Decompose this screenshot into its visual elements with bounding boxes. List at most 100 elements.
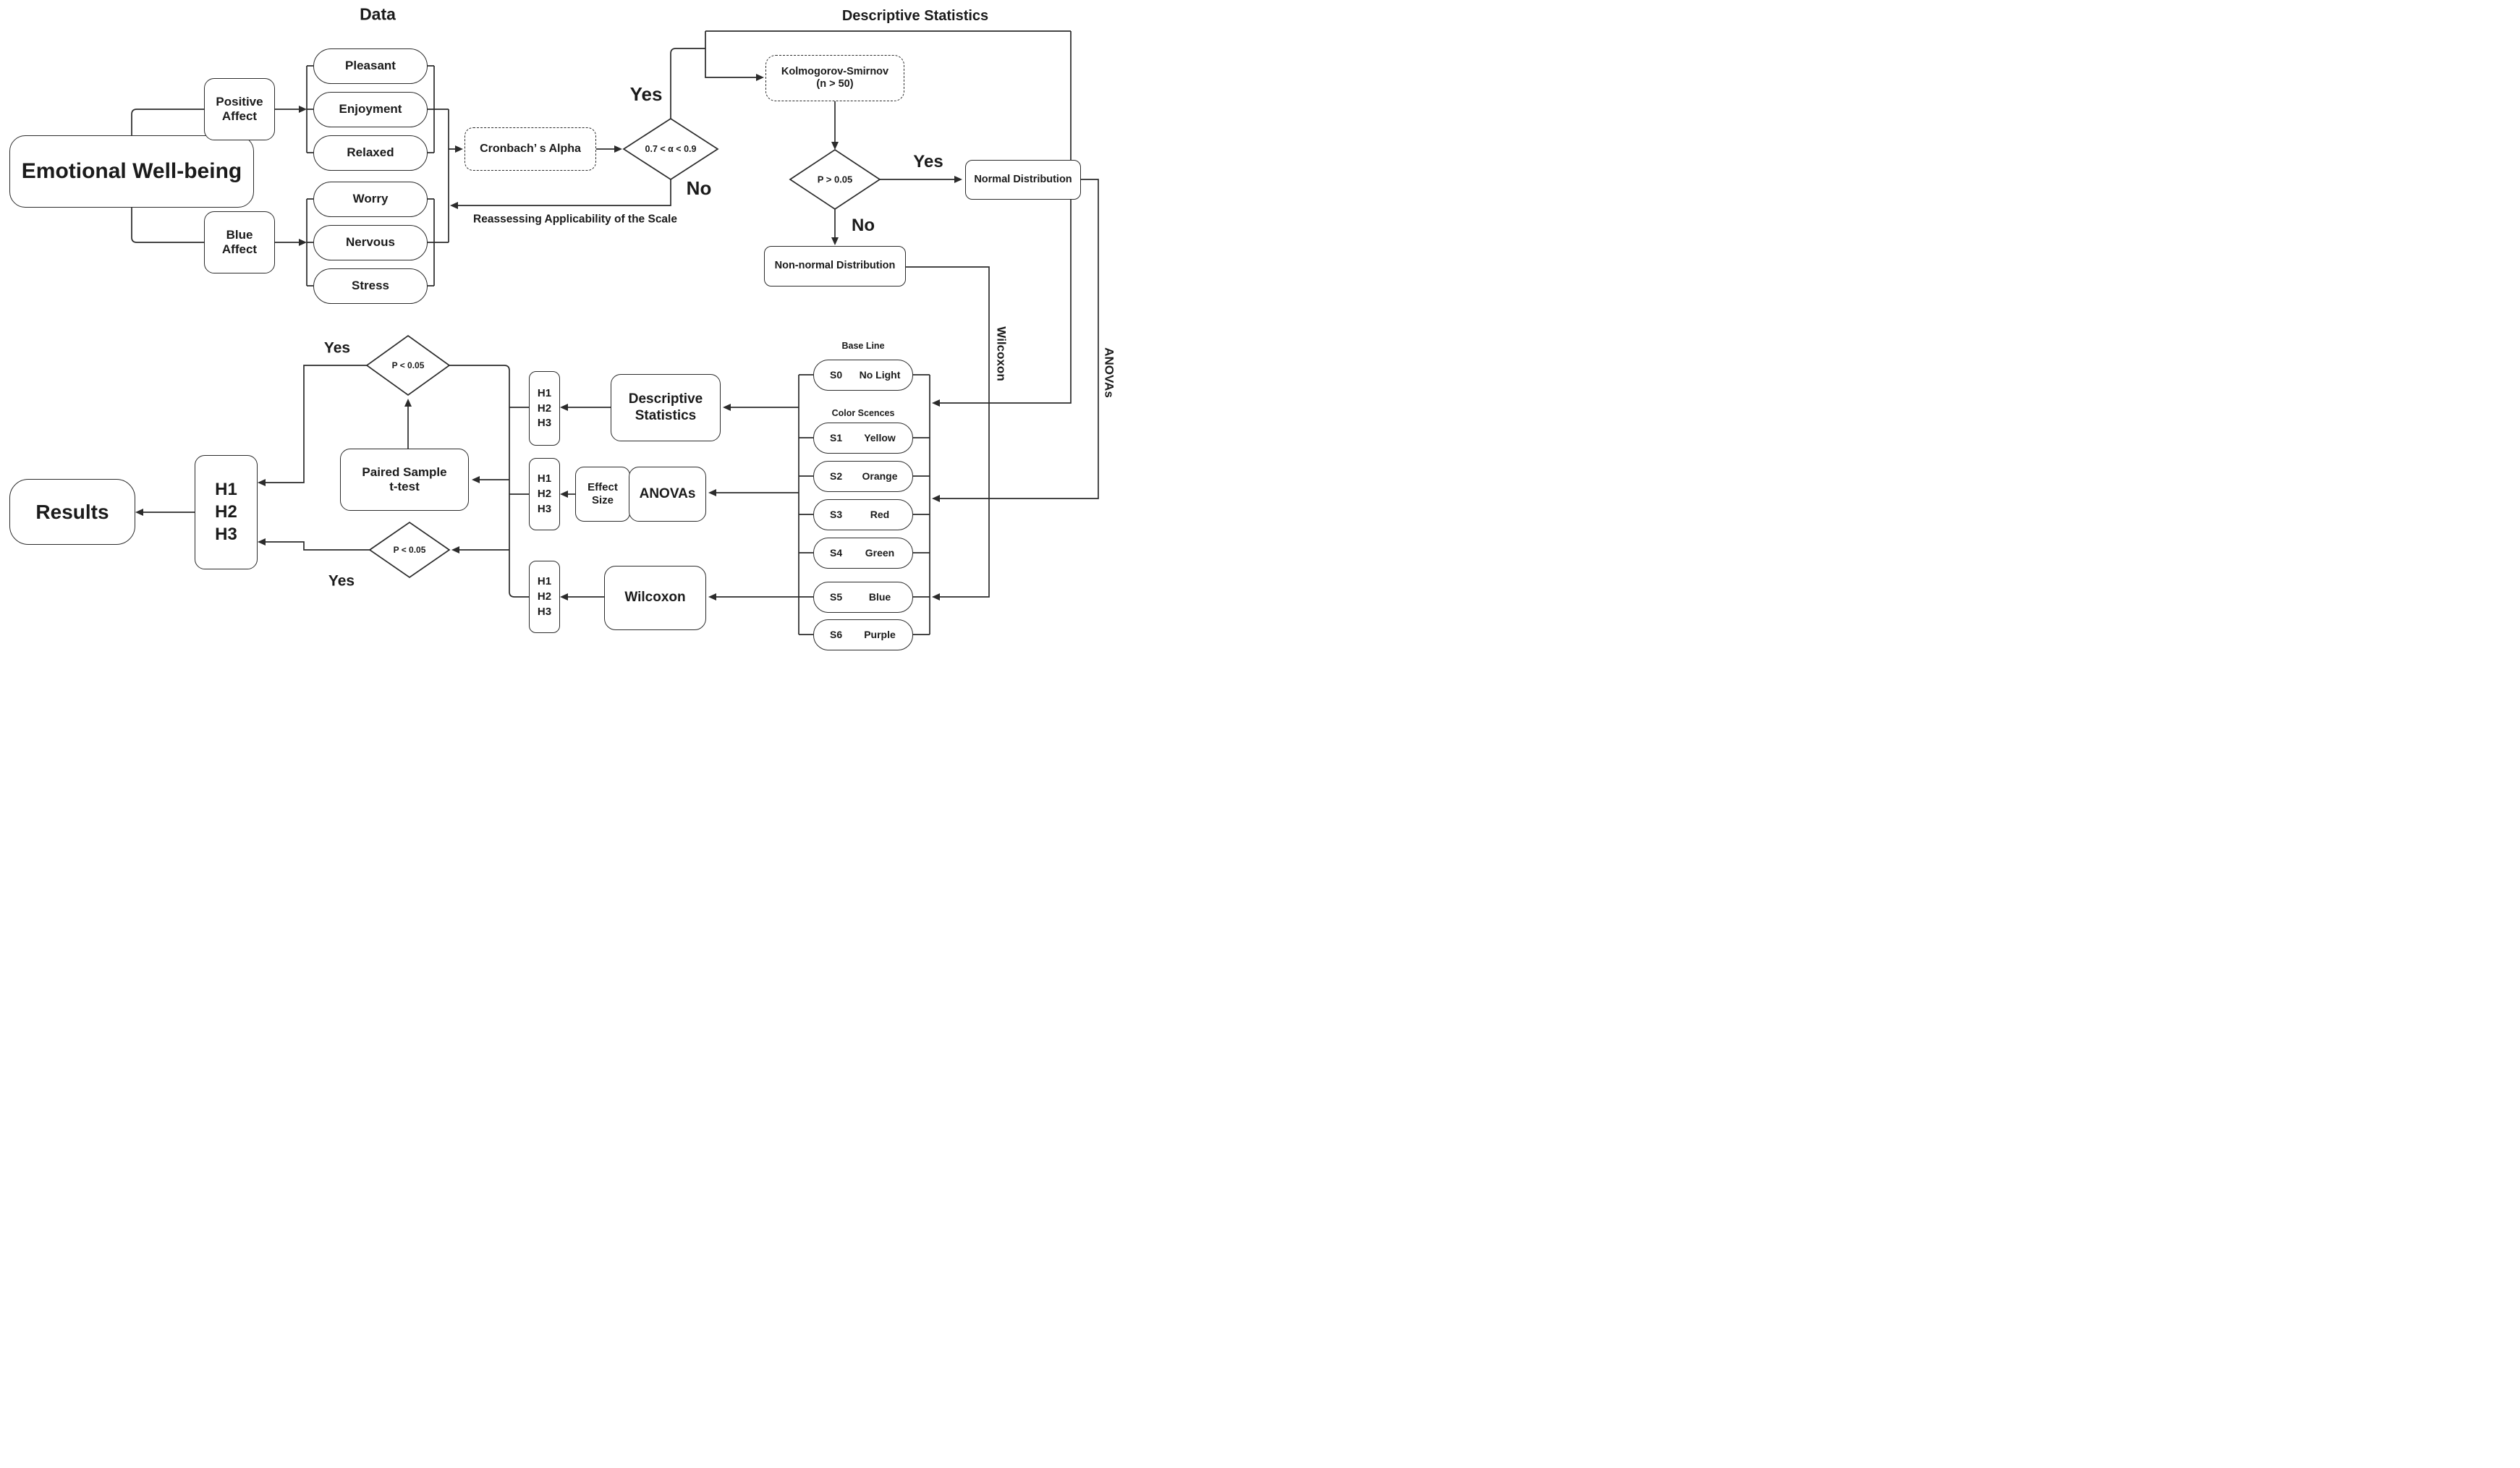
descriptive-path-title: Descriptive Statistics — [841, 8, 989, 24]
positive-affect-node: Positive Affect — [204, 78, 275, 140]
arrow-into-ttest — [472, 476, 480, 483]
arrow-into-pgt-diamond — [831, 142, 839, 150]
reassess-label: Reassessing Applicability of the Scale — [473, 213, 677, 226]
arrow-into-hbig-h3 — [258, 538, 266, 546]
scene-s1: S1 Yellow — [813, 423, 913, 454]
hypotheses-main-box: H1 H2 H3 — [195, 455, 258, 569]
connector-layer — [131, 30, 1099, 635]
h3-label: H3 — [537, 417, 552, 430]
arrowheads — [135, 74, 962, 601]
wilcoxon-box: Wilcoxon — [604, 566, 706, 630]
base-line-label: Base Line — [841, 340, 885, 351]
arrow-scenes-wilcoxon — [932, 593, 940, 601]
arrow-into-alpha-diamond — [614, 145, 622, 153]
hypothesis-h1: H1 — [215, 479, 237, 499]
scene-s4-code: S4 — [830, 547, 843, 559]
effect-size-box: Effect Size — [575, 467, 630, 522]
decision-diamonds — [365, 117, 881, 579]
hypothesis-h3: H3 — [215, 525, 237, 545]
scene-s5-code: S5 — [830, 591, 843, 603]
scene-s2: S2 Orange — [813, 461, 913, 492]
scene-s3-code: S3 — [830, 509, 843, 521]
scene-s1-name: Yellow — [864, 432, 896, 444]
item-worry: Worry — [313, 182, 428, 217]
arrow-into-anovas-box — [708, 489, 716, 496]
arrow-into-wilcoxon-box — [708, 593, 716, 601]
yes-ks-label: Yes — [913, 152, 943, 171]
arrow-into-h3-box — [560, 593, 568, 601]
scene-s3-name: Red — [870, 509, 890, 521]
results-node: Results — [9, 479, 135, 545]
paired-ttest-node: Paired Sample t-test — [340, 449, 469, 511]
p-greater-text: P > 0.05 — [817, 174, 853, 185]
blue-affect-node: Blue Affect — [204, 211, 275, 273]
h1-label: H1 — [537, 575, 552, 588]
scene-s0: S0 No Light — [813, 360, 913, 391]
p-less-bottom-diamond-shape — [368, 521, 451, 579]
item-nervous: Nervous — [313, 225, 428, 260]
scene-s2-name: Orange — [862, 470, 898, 483]
hypotheses-box-anovas: H1 H2 H3 — [529, 458, 560, 530]
arrow-into-results — [135, 509, 143, 516]
scene-s4-name: Green — [865, 547, 895, 559]
yes-wilcoxon-label: Yes — [328, 572, 355, 590]
p-less-bottom-text: P < 0.05 — [393, 545, 426, 555]
arrow-into-plt-top — [404, 399, 412, 407]
item-relaxed: Relaxed — [313, 135, 428, 171]
p-less-top-diamond-shape — [365, 334, 451, 396]
hypotheses-box-wilcoxon: H1 H2 H3 — [529, 561, 560, 633]
no-alpha-label: No — [686, 177, 712, 199]
yes-alpha-label: Yes — [629, 83, 663, 105]
arrow-into-hbig-h1 — [258, 479, 266, 486]
anovas-path-label: ANOVAs — [1102, 347, 1116, 398]
descriptive-statistics-box: Descriptive Statistics — [611, 374, 721, 441]
scene-s3: S3 Red — [813, 499, 913, 530]
item-stress: Stress — [313, 268, 428, 304]
item-enjoyment: Enjoyment — [313, 92, 428, 127]
alpha-diamond-shape — [622, 117, 719, 181]
h1-label: H1 — [537, 472, 552, 485]
no-ks-label: No — [852, 216, 875, 235]
scene-s6: S6 Purple — [813, 619, 913, 650]
hypotheses-box-descriptive: H1 H2 H3 — [529, 371, 560, 446]
wilcoxon-path-label: Wilcoxon — [994, 326, 1009, 381]
emotional-wellbeing-node: Emotional Well-being — [9, 135, 254, 208]
h1-label: H1 — [537, 386, 552, 399]
arrow-reassess — [450, 202, 458, 209]
scene-s2-code: S2 — [830, 470, 843, 483]
arrow-into-nonnormal — [831, 237, 839, 245]
p-greater-diamond-shape — [789, 148, 881, 211]
color-scences-label: Color Scences — [831, 407, 895, 418]
arrow-scenes-anovas — [932, 495, 940, 502]
scene-s0-code: S0 — [830, 369, 843, 381]
anovas-box: ANOVAs — [629, 467, 706, 522]
arrow-into-h2-box — [560, 491, 568, 498]
hypothesis-h2: H2 — [215, 501, 237, 522]
scene-s6-name: Purple — [864, 629, 896, 641]
h3-label: H3 — [537, 605, 552, 618]
connectors — [131, 30, 1099, 635]
scene-s4: S4 Green — [813, 538, 913, 569]
arrow-into-bottom-items — [299, 239, 307, 246]
item-pleasant: Pleasant — [313, 48, 428, 84]
scene-s1-code: S1 — [830, 432, 843, 444]
arrow-into-h1-box — [560, 404, 568, 411]
alpha-condition-text: 0.7 < α < 0.9 — [645, 144, 697, 154]
p-less-top-text: P < 0.05 — [391, 360, 425, 370]
h3-label: H3 — [537, 502, 552, 515]
scene-s6-code: S6 — [830, 629, 843, 641]
arrow-into-cronbach — [455, 145, 463, 153]
data-group-title: Data — [360, 4, 396, 24]
yes-ttest-label: Yes — [323, 339, 351, 357]
h2-label: H2 — [537, 488, 552, 501]
arrow-into-normal — [954, 176, 962, 183]
normal-distribution-node: Normal Distribution — [965, 160, 1081, 200]
arrow-into-ks — [756, 74, 764, 81]
scene-s0-name: No Light — [859, 369, 901, 381]
flowchart-canvas: Data Descriptive Statistics Emotional We… — [0, 0, 1120, 653]
arrow-into-plt-bottom — [451, 546, 459, 553]
h2-label: H2 — [537, 402, 552, 415]
non-normal-distribution-node: Non-normal Distribution — [764, 246, 906, 287]
scene-s5-name: Blue — [868, 591, 891, 603]
scene-s5: S5 Blue — [813, 582, 913, 613]
